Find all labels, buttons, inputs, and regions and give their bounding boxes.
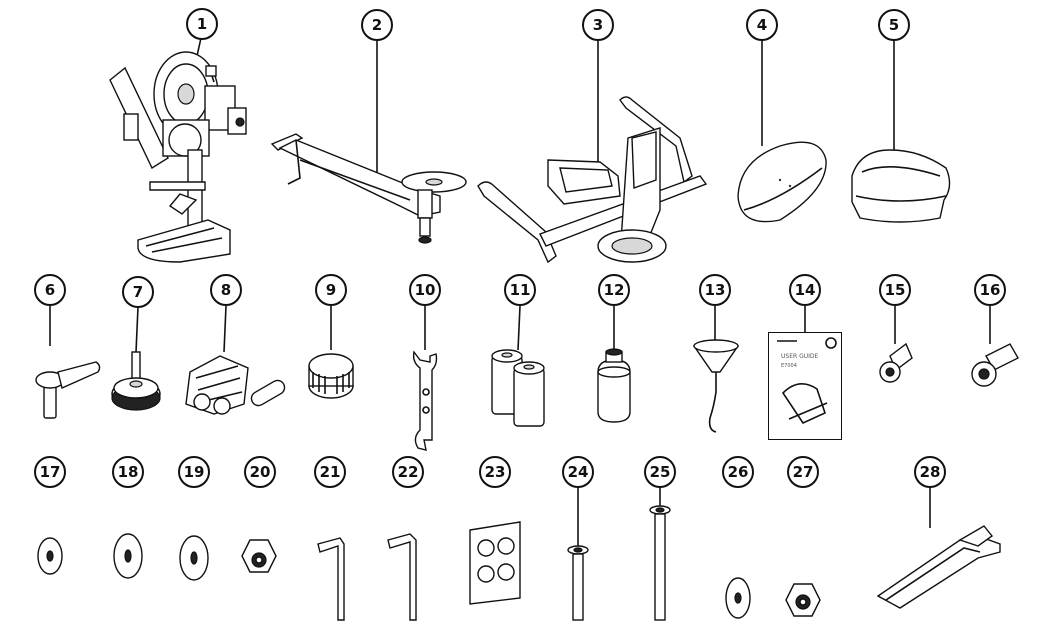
part-badge-7: 7 <box>122 276 154 308</box>
part-14-manual-illustration: USER GUIDE E7004 <box>768 332 842 440</box>
part-badge-24: 24 <box>562 456 594 488</box>
part-badge-13: 13 <box>699 274 731 306</box>
part-badge-23: 23 <box>479 456 511 488</box>
part-badge-26: 26 <box>722 456 754 488</box>
part-badge-19: 19 <box>178 456 210 488</box>
part-badge-11: 11 <box>504 274 536 306</box>
part-badge-15: 15 <box>879 274 911 306</box>
part-badge-5: 5 <box>878 9 910 41</box>
part-badge-22: 22 <box>392 456 424 488</box>
part-badge-20: 20 <box>244 456 276 488</box>
part-badge-28: 28 <box>914 456 946 488</box>
part-badge-21: 21 <box>314 456 346 488</box>
part-badge-9: 9 <box>315 274 347 306</box>
part-badge-18: 18 <box>112 456 144 488</box>
part-badge-2: 2 <box>361 9 393 41</box>
part-badge-14: 14 <box>789 274 821 306</box>
manual-title: USER GUIDE <box>781 353 819 360</box>
part-badge-4: 4 <box>746 9 778 41</box>
part-badge-16: 16 <box>974 274 1006 306</box>
manual-model: E7004 <box>781 363 797 369</box>
part-badge-8: 8 <box>210 274 242 306</box>
part-badge-3: 3 <box>582 9 614 41</box>
part-badge-27: 27 <box>787 456 819 488</box>
part-badge-12: 12 <box>598 274 630 306</box>
part-badge-6: 6 <box>34 274 66 306</box>
manual-cover-image <box>777 337 837 425</box>
part-badge-25: 25 <box>644 456 676 488</box>
part-badge-1: 1 <box>186 8 218 40</box>
part-badge-17: 17 <box>34 456 66 488</box>
part-badge-10: 10 <box>409 274 441 306</box>
